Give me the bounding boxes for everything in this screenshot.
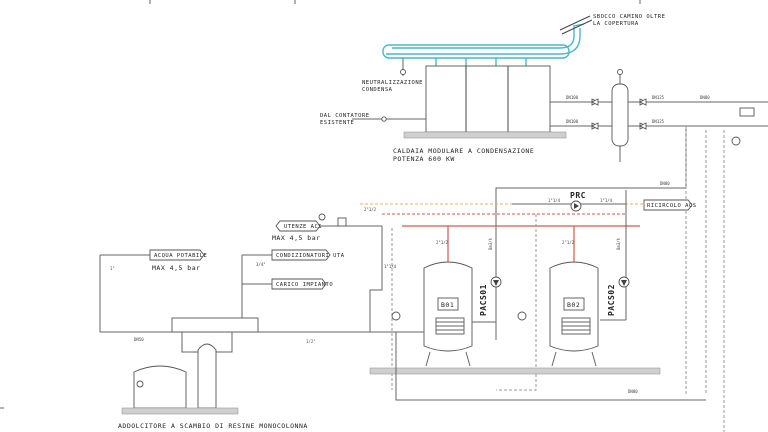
flow-rate-label: 8m3/h	[488, 237, 493, 250]
max-pressure-label: MAX 4,5 bar	[152, 264, 201, 272]
pipe-tag: 1"1/4	[600, 198, 613, 203]
hydraulic-separator	[611, 83, 629, 147]
softener-label: ADDOLCITORE A SCAMBIO DI RESINE MONOCOLO…	[118, 422, 308, 430]
condensate-label: CONDENSA	[362, 87, 393, 93]
condensate-label: NEUTRALIZZAZIONE	[362, 80, 423, 86]
prc-label: PRC	[570, 191, 586, 200]
carico-impianto-label: CARICO IMPIANTO	[276, 282, 333, 288]
valve-icon	[590, 98, 599, 106]
storage-tank-b01	[423, 261, 473, 367]
expansion-vessel-icon	[731, 136, 741, 146]
pacs01-label: PACS01	[479, 284, 488, 316]
floor-slab	[121, 407, 239, 415]
thermometer-icon	[517, 311, 527, 321]
modular-boiler	[403, 65, 567, 139]
pipe-tag: 1"1/4	[548, 198, 561, 203]
softener-manifold	[171, 317, 259, 333]
acqua-potabile-tag	[149, 249, 205, 261]
meter-label: DAL CONTATORE	[320, 113, 370, 119]
flow-rate-label: 8m3/h	[616, 237, 621, 250]
tank-b01-label: B01	[441, 301, 454, 309]
air-vent-icon	[617, 69, 623, 75]
condizionatori-label: CONDIZIONATORI UTA	[276, 253, 345, 259]
pipe-tag: DN100	[566, 95, 579, 100]
gauge-icon	[318, 213, 326, 221]
valve-icon	[590, 122, 599, 130]
pipe-tag: 2"1/2	[364, 207, 377, 212]
carico-impianto-tag	[271, 278, 327, 290]
pipe-tag: DN80	[660, 181, 670, 186]
meter-label: ESISTENTE	[320, 120, 354, 126]
boiler-label: CALDAIA MODULARE A CONDENSAZIONE	[393, 147, 534, 155]
pipe-tag: DN125	[652, 95, 665, 100]
pump-arrow-icon	[493, 280, 499, 286]
pipe-tag: DN80	[700, 95, 710, 100]
pipe-tag: 3/4"	[256, 262, 266, 267]
valve-icon	[136, 380, 144, 388]
condizionatori-tag	[271, 249, 331, 261]
pipe-tag: 1"	[110, 266, 115, 271]
tank-b02-label: B02	[567, 301, 580, 309]
boiler-label: POTENZA 600 KW	[393, 155, 455, 163]
pipe-tag: DN80	[628, 389, 638, 394]
softener-column	[197, 343, 217, 409]
thermometer-icon	[391, 311, 401, 321]
pipe-tag: DN100	[566, 119, 579, 124]
pacs02-label: PACS02	[607, 284, 616, 316]
pipe-tag: 2"1/2	[562, 240, 575, 245]
storage-tank-b02	[549, 261, 599, 367]
valve-icon	[638, 98, 647, 106]
pipe-tag: DN125	[652, 119, 665, 124]
utenze-acs-tag	[275, 220, 321, 232]
ricircolo-acs-tag	[643, 199, 693, 211]
chimney-label: SBOCCO CAMINO OLTRE	[593, 14, 665, 20]
utenze-label: UTENZE ACS	[284, 224, 322, 230]
floor-slab	[369, 367, 661, 375]
condensate-valve-icon	[400, 69, 406, 75]
max-pressure-label: MAX 4,5 bar	[272, 234, 321, 242]
meter-box	[739, 107, 755, 117]
ricircolo-label: RICIRCOLO ACS	[647, 203, 697, 209]
mixing-valve-icon	[337, 217, 347, 227]
gas-valve-icon	[381, 116, 387, 122]
pipe-tag: 2"1/2	[436, 240, 449, 245]
valve-icon	[638, 122, 647, 130]
acqua-potabile-label: ACQUA POTABILE	[154, 253, 207, 259]
brine-tank	[133, 365, 187, 409]
pump-arrow-icon	[574, 203, 579, 209]
pump-arrow-icon	[621, 280, 627, 286]
chimney-label: LA COPERTURA	[593, 21, 639, 27]
pipe-tag: 1/2"	[306, 339, 316, 344]
pipe-tag: 1"1/4	[384, 264, 397, 269]
pipe-tag: DN50	[134, 337, 144, 342]
